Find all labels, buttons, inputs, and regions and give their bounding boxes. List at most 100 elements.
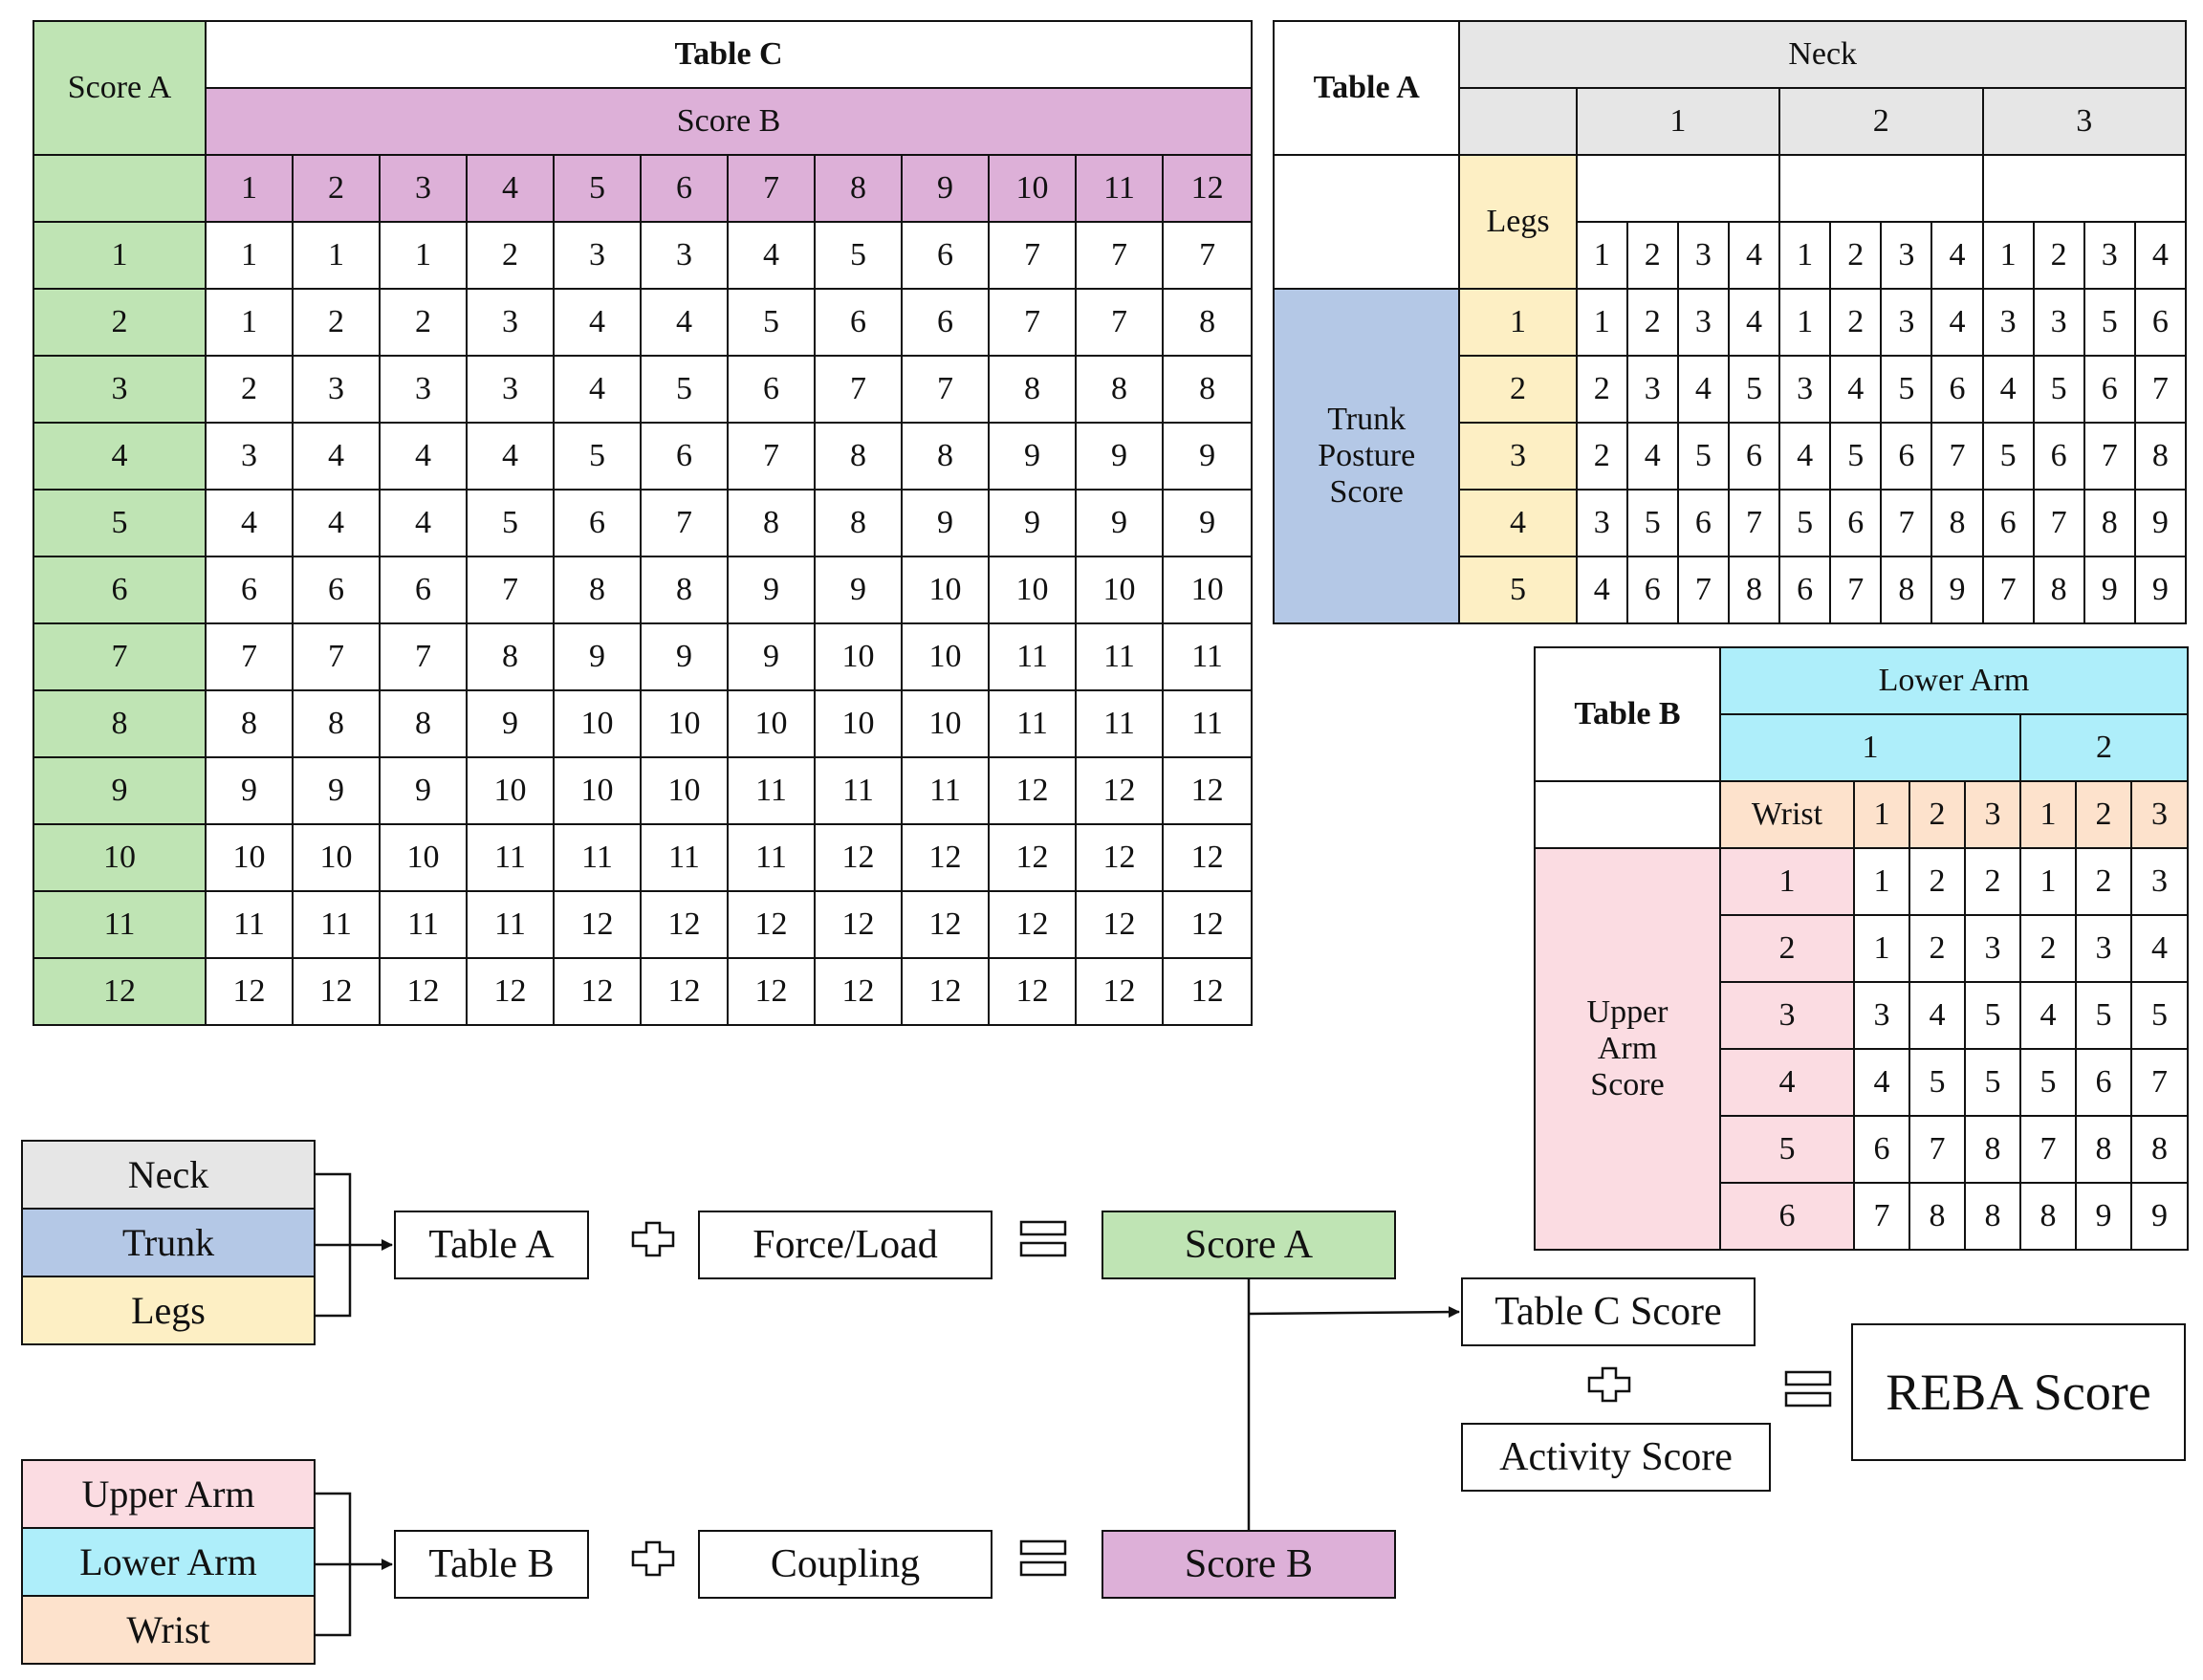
table-c-cell: 12: [1161, 957, 1254, 1026]
table-c-cell: 9: [640, 622, 729, 691]
table-c-cell: 11: [988, 622, 1077, 691]
table-c-cell: 7: [988, 288, 1077, 357]
table-b-cell: 9: [2130, 1182, 2189, 1251]
table-b-row-header: 5: [1719, 1115, 1855, 1184]
group-b-bracket: [316, 1492, 393, 1637]
table-c-row-header: 12: [33, 957, 207, 1026]
table-b-wrist-header: Wrist: [1719, 780, 1855, 849]
upper-arm-box: Upper Arm: [21, 1459, 316, 1529]
table-c-cell: 11: [1161, 689, 1254, 758]
table-c-cell: 11: [1161, 622, 1254, 691]
table-c-cell: 12: [1161, 823, 1254, 892]
table-a-cell: 6: [1981, 489, 2035, 557]
table-a-cell: 5: [2032, 355, 2085, 424]
table-c-cell: 8: [205, 689, 294, 758]
table-c-cell: 2: [205, 355, 294, 424]
table-b-cell: 8: [1909, 1182, 1966, 1251]
table-b-wrist-value: 1: [2019, 780, 2077, 849]
table-c-cell: 11: [466, 890, 555, 959]
table-b-row-header: 3: [1719, 981, 1855, 1050]
table-c-title: Table C: [204, 20, 1254, 89]
table-b-cell: 3: [1853, 981, 1910, 1050]
table-c-cell: 3: [379, 355, 468, 424]
table-c-cell: 10: [1161, 556, 1254, 624]
table-c-cell: 12: [901, 890, 990, 959]
table-a-cell: 4: [1778, 422, 1832, 491]
table-c-cell: 12: [988, 756, 1077, 825]
plus-icon: [631, 1221, 675, 1257]
table-c-col-header: 7: [727, 154, 816, 223]
table-a-cell: 2: [1575, 355, 1628, 424]
table-c-cell: 5: [640, 355, 729, 424]
legs-box: Legs: [21, 1276, 316, 1345]
table-b-cell: 7: [2130, 1048, 2189, 1117]
table-c-cell: 8: [379, 689, 468, 758]
table-a-legs-value: 3: [2083, 221, 2136, 290]
table-c-row-header: 2: [33, 288, 207, 357]
table-a-cell: 9: [2133, 489, 2188, 557]
table-c-cell: 12: [640, 890, 729, 959]
table-c-cell: 5: [553, 422, 642, 491]
table-b-cell: 4: [1853, 1048, 1910, 1117]
table-c-cell: 12: [814, 957, 903, 1026]
table-a-legs-value: 1: [1575, 221, 1628, 290]
table-c-cell: 4: [379, 489, 468, 557]
lower-arm-box: Lower Arm: [21, 1527, 316, 1597]
table-c-cell: 12: [727, 890, 816, 959]
table-a-cell: 9: [2083, 556, 2136, 624]
table-b-cell: 7: [1853, 1182, 1910, 1251]
table-c-cell: 9: [379, 756, 468, 825]
table-a-neck-group: 3: [1981, 87, 2188, 156]
table-c-row-header: 10: [33, 823, 207, 892]
plus-icon: [631, 1540, 675, 1577]
table-a-cell: 3: [1625, 355, 1679, 424]
table-c-cell: 10: [553, 756, 642, 825]
table-c-cell: 8: [901, 422, 990, 491]
table-b-cell: 4: [2130, 914, 2189, 983]
table-c-cell: 6: [901, 288, 990, 357]
table-a-cell: 4: [1625, 422, 1679, 491]
table-c-cell: 9: [292, 756, 381, 825]
table-c-cell: 7: [292, 622, 381, 691]
table-c-cell: 6: [379, 556, 468, 624]
table-b-cell: 8: [2075, 1115, 2132, 1184]
table-c-cell: 10: [466, 756, 555, 825]
table-c-cell: 10: [814, 622, 903, 691]
table-c-cell: 10: [814, 689, 903, 758]
table-a-cell: 6: [2032, 422, 2085, 491]
table-c-score-a-header: Score A: [33, 20, 207, 156]
table-a-cell: 3: [1981, 288, 2035, 357]
table-a-row-header: 2: [1458, 355, 1578, 424]
table-c-cell: 11: [205, 890, 294, 959]
table-a-cell: 9: [1930, 556, 1984, 624]
table-a-cell: 8: [1880, 556, 1933, 624]
table-c-cell: 12: [205, 957, 294, 1026]
table-c-cell: 5: [727, 288, 816, 357]
table-c-cell: 2: [379, 288, 468, 357]
table-a-row-header: 3: [1458, 422, 1578, 491]
table-b-wrist-value: 3: [1964, 780, 2021, 849]
table-c-cell: 9: [1075, 489, 1164, 557]
table-b-cell: 4: [1909, 981, 1966, 1050]
table-a-cell: 5: [1981, 422, 2035, 491]
table-b-row-header: 1: [1719, 847, 1855, 916]
table-b-cell: 2: [1964, 847, 2021, 916]
table-c-col-header: 8: [814, 154, 903, 223]
table-c-row-header: 3: [33, 355, 207, 424]
table-b-cell: 2: [2075, 847, 2132, 916]
table-a-cell: 6: [1727, 422, 1781, 491]
table-b-cell: 4: [2019, 981, 2077, 1050]
table-c-cell: 12: [553, 957, 642, 1026]
table-c-score-box: Table C Score: [1461, 1277, 1756, 1346]
table-c-cell: 10: [901, 556, 990, 624]
table-c-cell: 12: [640, 957, 729, 1026]
table-a-cell: 7: [1981, 556, 2035, 624]
table-a-cell: 7: [1676, 556, 1730, 624]
table-c-corner: [33, 154, 207, 223]
table-c-row-header: 7: [33, 622, 207, 691]
